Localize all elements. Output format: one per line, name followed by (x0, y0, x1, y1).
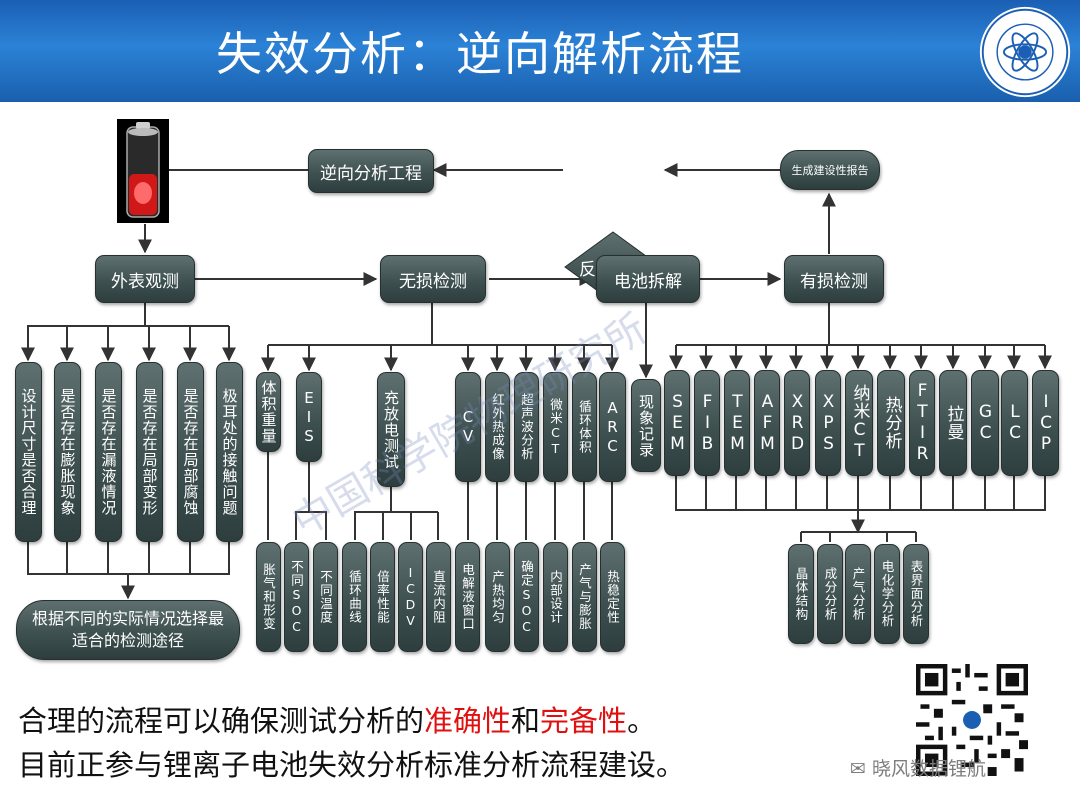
nondestructive-result: ICDV (398, 542, 423, 652)
destructive-item: 拉曼 (939, 370, 967, 476)
qr-code (916, 664, 1028, 776)
destructive-result: 晶体结构 (788, 544, 814, 644)
destructive-result: 电化学分析 (874, 544, 900, 644)
appearance-item: 是否存在局部变形 (136, 362, 163, 542)
conclusion-node: 根据不同的实际情况选择最适合的检测途径 (16, 600, 240, 660)
destructive-item: ICP (1032, 370, 1059, 476)
destructive-item: 纳米CT (845, 370, 873, 476)
nondestructive-result: 循环曲线 (342, 542, 367, 652)
nondestructive-result: 产气与膨胀 (572, 542, 597, 652)
report-node: 生成建设性报告 (780, 150, 880, 190)
reverse-engineering-node: 逆向分析工程 (308, 149, 434, 193)
cas-logo (979, 6, 1071, 98)
nondestructive-result: 不同SOC (284, 542, 309, 652)
nondestructive-item: 微米CT (543, 372, 568, 482)
disassembly-item: 现象记录 (631, 379, 661, 472)
destructive-item: LC (1001, 370, 1028, 476)
signature: ✉ 晓风数据锂航 (850, 754, 986, 781)
appearance-item: 是否存在膨胀现象 (54, 362, 81, 542)
nondestructive-item: ARC (599, 372, 626, 482)
nondestructive-item: 体积重量 (256, 372, 281, 452)
appearance-item: 设计尺寸是否合理 (15, 362, 42, 542)
line1-part: 合理的流程可以确保测试分析的 (18, 704, 425, 738)
nondestructive-result: 不同温度 (313, 542, 338, 652)
nondestructive-result: 确定SOC (514, 542, 539, 652)
destructive-item: FIB (694, 370, 720, 476)
destructive-item: SEM (664, 370, 690, 476)
completeness-highlight: 完备性 (540, 704, 628, 738)
nondestructive-result: 内部设计 (543, 542, 568, 652)
signature-text: 晓风数据锂航 (871, 758, 986, 780)
nondestructive-node: 无损检测 (380, 255, 486, 303)
nondestructive-result: 直流内阻 (426, 542, 451, 652)
appearance-node: 外表观测 (95, 255, 195, 303)
destructive-item: GC (971, 370, 999, 476)
line1-part: 。 (627, 704, 657, 738)
nondestructive-result: 倍率性能 (370, 542, 395, 652)
nondestructive-item: CV (455, 372, 481, 482)
page-title: 失效分析：逆向解析流程 (216, 27, 744, 81)
destructive-result: 产气分析 (845, 544, 871, 644)
destructive-item: FTIR (909, 370, 935, 476)
nondestructive-item: 超声波分析 (514, 372, 539, 482)
appearance-item: 是否存在漏液情况 (95, 362, 122, 542)
destructive-item: XRD (784, 370, 810, 476)
nondestructive-result: 热稳定性 (600, 542, 625, 652)
nondestructive-result: 胀气和形变 (256, 542, 281, 652)
accuracy-highlight: 准确性 (424, 704, 512, 738)
nondestructive-result: 产热均匀 (485, 542, 510, 652)
destructive-node: 有损检测 (784, 255, 884, 303)
title-banner: 失效分析：逆向解析流程 (0, 0, 1080, 102)
wechat-icon: ✉ (850, 758, 866, 780)
nondestructive-item: 充放电测试 (377, 372, 405, 487)
nondestructive-result: 电解液窗口 (455, 542, 480, 652)
appearance-item: 极耳处的接触问题 (216, 362, 243, 542)
destructive-item: TEM (724, 370, 750, 476)
destructive-result: 表界面分析 (903, 544, 929, 644)
line1-part: 和 (511, 704, 541, 738)
nondestructive-item: EIS (296, 372, 322, 462)
disassembly-node: 电池拆解 (596, 255, 700, 303)
appearance-item: 是否存在局部腐蚀 (177, 362, 204, 542)
bottom-line-1: 合理的流程可以确保测试分析的准确性和完备性。 (18, 698, 656, 740)
destructive-result: 成分分析 (817, 544, 843, 644)
bottom-line-2: 目前正参与锂离子电池失效分析标准分析流程建设。 (18, 748, 686, 782)
destructive-item: AFM (754, 370, 780, 476)
battery-icon (117, 119, 169, 223)
nondestructive-item: 红外热成像 (485, 372, 510, 482)
nondestructive-item: 循环体积 (572, 372, 597, 482)
destructive-item: 热分析 (877, 370, 905, 476)
destructive-item: XPS (815, 370, 841, 476)
flowchart: 逆向分析工程 反馈优化 生成建设性报告 外表观测 无损检测 电池拆解 有损检测 … (0, 102, 1080, 810)
connector-lines (21, 163, 1052, 600)
